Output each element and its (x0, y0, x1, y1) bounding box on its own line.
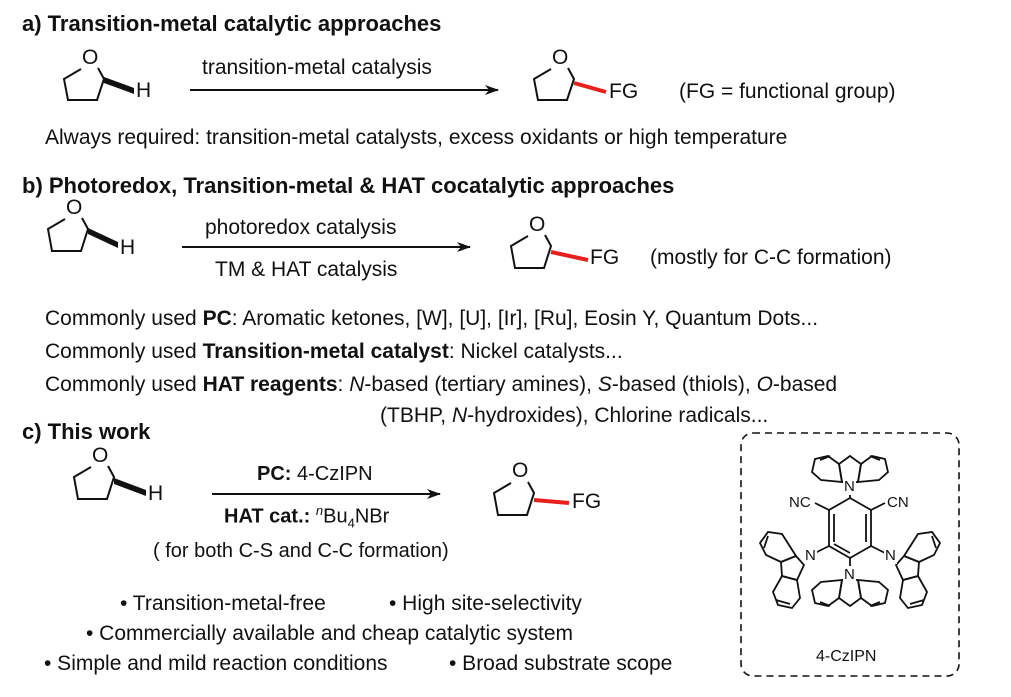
atom-h-a: H (136, 79, 152, 102)
arrow-label-a: transition-metal catalysis (202, 56, 432, 79)
bullet-broad-scope: • Broad substrate scope (449, 652, 673, 675)
czipn-n-right: N (884, 547, 897, 564)
bullet-cheap-system: • Commercially available and cheap catal… (86, 622, 574, 645)
thf-product-b (509, 234, 589, 269)
product-o-c: O (512, 459, 529, 482)
product-o-b: O (529, 213, 546, 236)
pc-line: Commonly used PC: Aromatic ketones, [W],… (45, 307, 819, 330)
fg-note: (FG = functional group) (679, 80, 896, 103)
product-fg-c: FG (572, 490, 602, 513)
arrow-label-b-top: photoredox catalysis (205, 216, 397, 239)
scope-note: ( for both C-S and C-C formation) (153, 540, 449, 562)
thf-reactant-a (62, 67, 134, 101)
pc-condition: PC: 4-CzIPN (257, 463, 373, 485)
product-fg-a: FG (609, 80, 639, 103)
product-o-a: O (552, 46, 569, 69)
hat-line: Commonly used HAT reagents: N-based (ter… (45, 373, 838, 396)
czipn-n-top: N (843, 478, 856, 495)
bullet-transition-metal-free: • Transition-metal-free (120, 592, 326, 615)
note-b: (mostly for C-C formation) (650, 246, 892, 269)
section-c-heading: c) This work (22, 419, 151, 444)
4czipn-structure (758, 454, 942, 609)
arrow-label-b-bottom: TM & HAT catalysis (215, 258, 398, 281)
thf-product-c (492, 481, 570, 516)
thf-reactant-c (72, 465, 146, 500)
atom-h-b: H (120, 236, 136, 259)
requirement-text: Always required: transition-metal cataly… (45, 126, 788, 149)
thf-product-a (532, 67, 607, 101)
atom-h-c: H (148, 482, 164, 505)
section-b-heading: b) Photoredox, Transition-metal & HAT co… (22, 173, 675, 198)
bullet-site-selectivity: • High site-selectivity (389, 592, 582, 615)
atom-o-c: O (92, 444, 109, 467)
czipn-n-bottom: N (843, 566, 856, 583)
tm-line: Commonly used Transition-metal catalyst:… (45, 340, 623, 363)
hat-condition: HAT cat.: nBu4NBr (224, 503, 390, 531)
product-fg-b: FG (590, 246, 620, 269)
czipn-cn-label: CN (887, 494, 909, 511)
czipn-n-left: N (804, 547, 817, 564)
atom-o-b: O (66, 196, 83, 219)
catalyst-name: 4-CzIPN (816, 648, 877, 665)
atom-o-a: O (82, 46, 99, 69)
czipn-nc-label: NC (789, 494, 811, 511)
thf-reactant-b (46, 217, 118, 252)
catalyst-box (740, 432, 960, 677)
section-a-heading: a) Transition-metal catalytic approaches (22, 11, 442, 36)
bullet-mild-conditions: • Simple and mild reaction conditions (44, 652, 388, 675)
hat-line-2: (TBHP, N-hydroxides), Chlorine radicals.… (380, 404, 769, 427)
